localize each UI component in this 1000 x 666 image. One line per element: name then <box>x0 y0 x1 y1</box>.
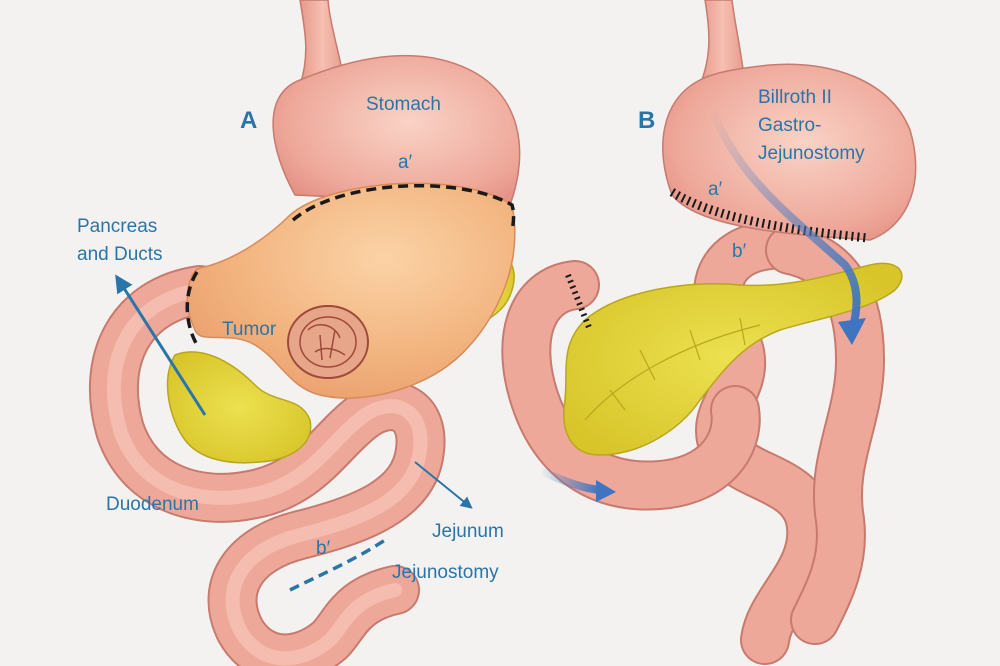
stomach-a <box>272 54 521 206</box>
panel-b-illustration <box>501 0 917 665</box>
tumor-mass <box>287 305 369 379</box>
gastric-remnant-b <box>662 63 917 241</box>
label-a-prime-b: a′ <box>708 179 723 200</box>
stump-sutures <box>565 273 593 332</box>
label-b-prime-a: b′ <box>316 538 331 559</box>
flow-arrow-main <box>708 106 861 334</box>
label-billroth-1: Billroth II <box>758 87 832 108</box>
label-pancreas-2: and Ducts <box>77 244 163 265</box>
label-b-prime-b: b′ <box>732 241 747 262</box>
label-duodenum: Duodenum <box>106 494 199 515</box>
label-pancreas-1: Pancreas <box>77 216 157 237</box>
label-jejunostomy: Jejunostomy <box>392 562 499 583</box>
panel-a-illustration <box>88 0 521 666</box>
pancreas-b <box>563 262 903 456</box>
panel-label-a: A <box>240 107 257 134</box>
pancreas-a <box>166 351 312 464</box>
label-tumor: Tumor <box>222 319 277 340</box>
flow-arrow-duodenal <box>536 466 604 494</box>
label-billroth-3: Jejunostomy <box>758 143 865 164</box>
resection-line-a-prime <box>291 183 516 233</box>
label-billroth-2: Gastro- <box>758 115 821 136</box>
label-stomach: Stomach <box>366 94 441 115</box>
jejunum-arrow <box>414 461 473 509</box>
resection-line-b-prime <box>289 538 386 592</box>
panel-label-b: B <box>638 107 655 134</box>
resection-line-pylorus <box>185 271 199 346</box>
label-jejunum: Jejunum <box>432 521 504 542</box>
label-a-prime-a: a′ <box>398 152 413 173</box>
pancreas-arrow <box>115 274 207 416</box>
